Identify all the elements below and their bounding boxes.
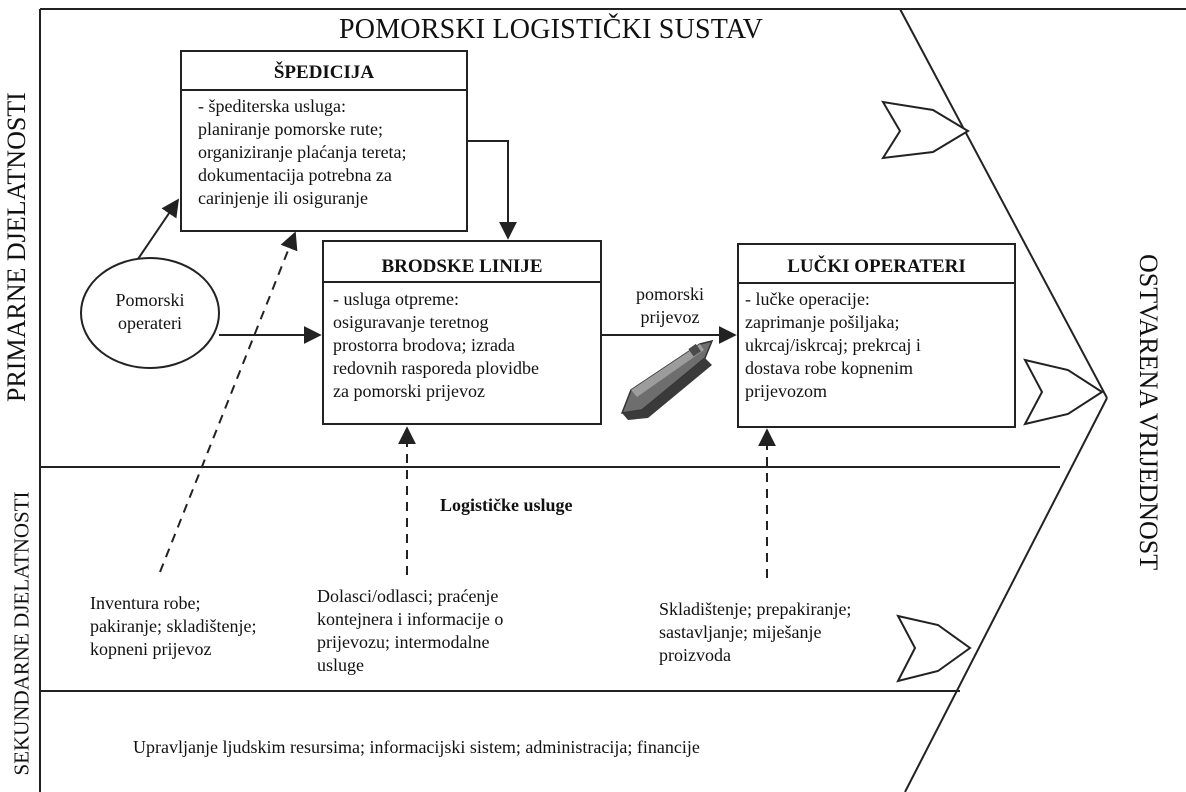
secondary-text-right: Skladištenje; prepakiranje; sastavljanje… (659, 599, 852, 666)
logistics-services-label: Logističke usluge (440, 495, 573, 515)
pomorski-operateri-label: Pomorski operateri (115, 290, 185, 334)
lucki-operateri-box (737, 243, 1016, 428)
chevron-arrow-icon (1023, 358, 1104, 426)
primary-activities-label: PRIMARNE DJELATNOSTI (2, 92, 31, 402)
diagram-title: POMORSKI LOGISTIČKI SUSTAV (339, 14, 764, 45)
secondary-text-left: Inventura robe; pakiranje; skladištenje;… (90, 593, 257, 660)
secondary-activities-label: SEKUNDARNE DJELATNOSTI (9, 491, 34, 776)
achieved-value-label: OSTVARENA VRIJEDNOST (1134, 254, 1163, 571)
ship-icon (620, 339, 714, 420)
chevron-arrow-icon (881, 100, 970, 160)
chevron-arrow-icon (896, 614, 972, 683)
arrow-spedicija-to-brodske-linije (467, 140, 517, 240)
spedicija-box (180, 50, 468, 232)
brodske-linije-box (322, 240, 602, 425)
dashed-arrow-to-spedicija (159, 231, 298, 573)
spedicija-text: - špediterska usluga: planiranje pomorsk… (198, 96, 407, 209)
sea-transport-label: pomorski prijevoz (635, 284, 704, 328)
lucki-operateri-text: - lučke operacije: zaprimanje pošiljaka;… (745, 289, 921, 402)
brodske-linije-text: - usluga otpreme: osiguravanje teretnog … (333, 289, 539, 402)
outer-frame (39, 8, 1186, 792)
spedicija-title: ŠPEDICIJA (273, 62, 375, 83)
support-activities-text: Upravljanje ljudskim resursima; informac… (133, 737, 700, 757)
lucki-operateri-title: LUČKI OPERATERI (787, 256, 966, 277)
pomorski-operateri-ellipse (80, 257, 220, 369)
secondary-text-middle: Dolasci/odlasci; praćenje kontejnera i i… (317, 586, 504, 676)
arrow-operateri-to-spedicija (137, 198, 180, 260)
brodske-linije-title: BRODSKE LINIJE (381, 256, 543, 277)
